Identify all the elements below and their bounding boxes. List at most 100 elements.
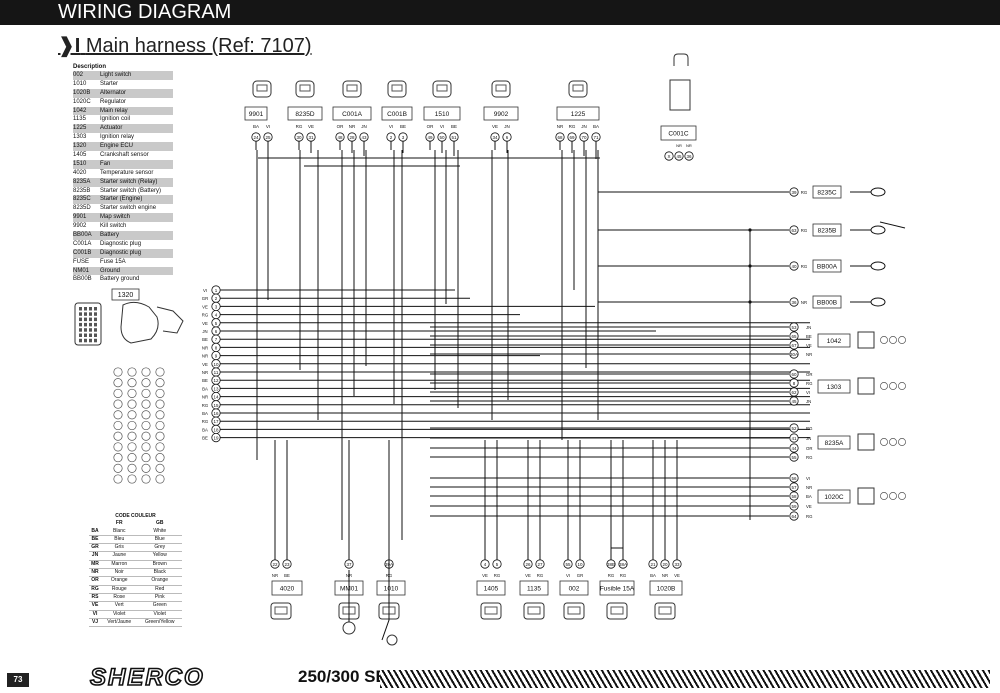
pin-number: 44 [791, 446, 797, 451]
ecu-pin-cavity [89, 333, 92, 337]
pin-number: 36 [791, 300, 797, 305]
pin-number: 7 [215, 337, 218, 342]
pin-number: 23 [284, 562, 290, 567]
ecu-pin-cavity [79, 317, 82, 322]
wire-color-code: VE [202, 304, 208, 309]
color-ab: NR [89, 568, 101, 578]
decorative-stripes [380, 670, 990, 688]
wire-color-code: JN [504, 124, 510, 129]
connector-plug-icon [610, 606, 624, 615]
description-name: Map switch [100, 214, 131, 221]
pin-number: 43 [361, 135, 367, 140]
wire-color-code: RG [806, 381, 813, 386]
description-name: Starter switch (Battery) [100, 187, 162, 194]
wire-color-code: RG [494, 573, 501, 578]
pin-number: 30 [296, 135, 302, 140]
wire-color-code: OR [337, 124, 345, 129]
battery-connector-bb00b-label: BB00B [817, 300, 837, 307]
color-gb: Pink [137, 593, 182, 603]
pin-circle [789, 423, 799, 433]
ecu-pinout-cell [141, 431, 151, 441]
wire-color-code: NR [349, 124, 356, 129]
description-code: 1303 [73, 134, 87, 141]
pin-number: 37 [346, 562, 352, 567]
description-code: BB00B [73, 276, 92, 283]
pin-number: 69 [569, 135, 575, 140]
color-gb: Red [137, 585, 182, 594]
pin-number: 49 [427, 135, 433, 140]
pin-number: 62 [791, 390, 797, 395]
wire-color-code: VI [203, 288, 207, 293]
connector-plug-icon [527, 606, 541, 615]
harness-title: Main harness (Ref: 7107) [85, 35, 312, 57]
description-name: Diagnostic plug [100, 249, 142, 256]
description-code: FUSE [73, 258, 90, 265]
wire-color-code: JN [361, 124, 367, 129]
pin-number: 41 [791, 436, 797, 441]
color-fr: Blanc [101, 527, 138, 536]
wire-color-code: JN [806, 325, 811, 330]
pin-number: 67 [791, 343, 797, 348]
pin-circle [789, 482, 799, 492]
ecu-pin-cavity [79, 333, 82, 337]
ecu-pinout-cell [127, 410, 137, 420]
ecu-pinout-cell [141, 399, 151, 409]
wire-color-code: BA [202, 386, 208, 391]
ring-terminal-icon [870, 261, 886, 271]
wire-color-code: BE [202, 337, 208, 342]
ecu-pinout-cell [155, 399, 165, 409]
ecu-label: 1320 [118, 292, 134, 299]
ecu-pinout-cell [113, 399, 123, 409]
pin-circle [789, 261, 799, 271]
ecu-pinout-cell [113, 367, 123, 377]
relay-pin-cell [880, 438, 888, 446]
description-name: Starter switch (Relay) [100, 178, 158, 185]
pin-number: 34 [492, 135, 498, 140]
ecu-pin-cavity [79, 322, 82, 327]
pin-number: 10 [213, 362, 219, 367]
color-col-fr: FR [115, 520, 123, 527]
description-name: Kill switch [100, 223, 127, 230]
description-name: Ignition coil [100, 116, 131, 123]
description-code: 1020B [73, 89, 91, 96]
wire-color-code: VI [566, 573, 570, 578]
wire-color-code: NR [202, 370, 208, 375]
pin-number: 63 [791, 228, 797, 233]
pin-circle [648, 559, 658, 569]
color-ab: RS [89, 593, 101, 603]
color-gb: Yellow [137, 551, 182, 561]
relay-connector-1020c-box [817, 489, 851, 504]
relay-connector-1303-label: 1303 [827, 384, 842, 391]
description-code: BB00A [73, 232, 92, 239]
ecu-pinout-cell [113, 442, 123, 452]
bottom-connector-4020-label: 4020 [280, 586, 295, 593]
wire-color-code: VI [266, 124, 270, 129]
pin-number: 36 [686, 154, 692, 159]
ecu-pinout-cell [155, 442, 165, 452]
wire-color-code: BA [650, 573, 656, 578]
ecu-pinout-cell [127, 367, 137, 377]
description-name: Starter [100, 80, 119, 87]
color-fr: Rose [101, 593, 138, 603]
bottom-connector-1405-box [476, 580, 506, 596]
description-code: 1135 [73, 116, 86, 123]
bottom-connector-4020-box [271, 580, 303, 596]
ecu-pinout-cell [155, 463, 165, 473]
connector-plug-icon [658, 606, 672, 615]
pin-number: 27 [537, 562, 543, 567]
top-connector-9901-box [244, 106, 268, 121]
